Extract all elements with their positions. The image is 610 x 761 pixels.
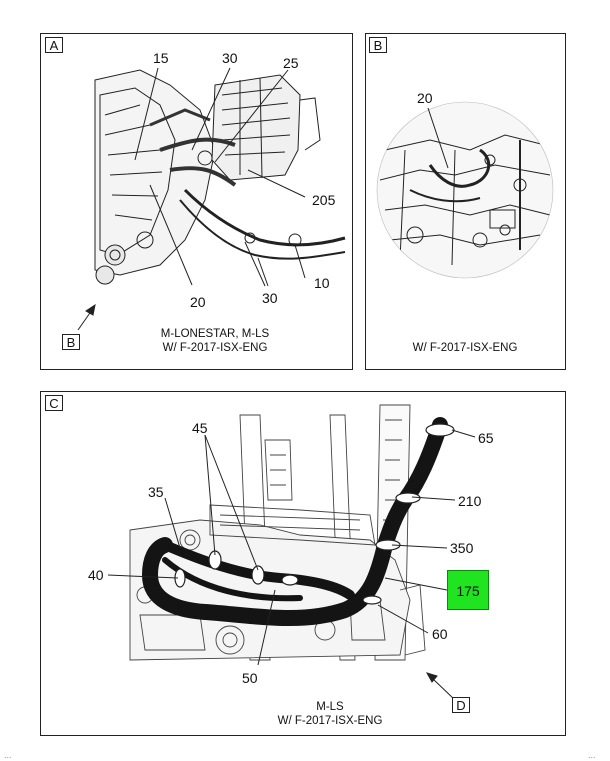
callout-45: 45 — [192, 420, 208, 436]
callout-25: 25 — [283, 55, 299, 71]
callout-65: 65 — [478, 430, 494, 446]
callout-210: 210 — [458, 493, 482, 509]
callout-20-b: 20 — [417, 90, 433, 106]
panel-a-tag: A — [45, 37, 63, 53]
callout-10: 10 — [314, 275, 330, 291]
highlighted-part-175[interactable]: 175 — [447, 570, 489, 610]
panel-c-tag: C — [45, 395, 63, 411]
callout-30-bottom: 30 — [262, 290, 278, 306]
panel-a-caption-1: M-LONESTAR, M-LS — [160, 328, 270, 340]
panel-c-caption-1: M-LS — [316, 701, 344, 713]
panel-c-ref-tag-d: D — [452, 697, 470, 713]
callout-20-a: 20 — [190, 294, 206, 310]
panel-a-caption-2: W/ F-2017-ISX-ENG — [162, 342, 268, 354]
panel-a-ref-tag-b: B — [62, 334, 80, 350]
panel-b-caption: W/ F-2017-ISX-ENG — [412, 342, 518, 354]
footer-left: ... — [4, 750, 12, 760]
callout-35: 35 — [148, 484, 164, 500]
callout-60: 60 — [432, 626, 448, 642]
panel-c-caption-2: W/ F-2017-ISX-ENG — [277, 715, 383, 727]
panel-b-tag: B — [369, 37, 387, 53]
callout-50: 50 — [242, 670, 258, 686]
callout-350: 350 — [450, 540, 474, 556]
callout-15: 15 — [153, 50, 169, 66]
callout-205: 205 — [312, 192, 336, 208]
footer-right: ... — [588, 750, 596, 760]
callout-30-top: 30 — [222, 50, 238, 66]
callout-40: 40 — [88, 567, 104, 583]
